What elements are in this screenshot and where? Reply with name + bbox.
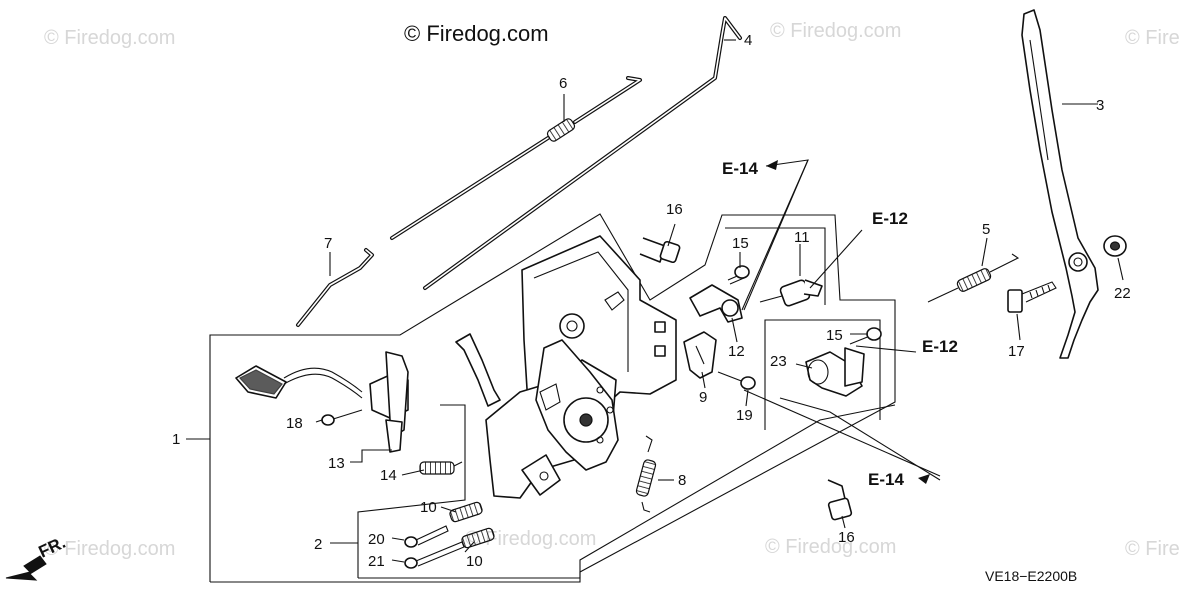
choke-fitting xyxy=(759,279,823,307)
ref-e12-top: E-12 xyxy=(872,209,908,228)
governor-spring xyxy=(635,435,657,513)
ref-e14-bottom: E-14 xyxy=(868,470,904,489)
leader-lines xyxy=(186,39,1124,563)
cable-clamp xyxy=(689,284,743,323)
flange-nut xyxy=(1103,235,1127,257)
callout-16-bottom: 16 xyxy=(838,529,855,546)
ref-e12-mid: E-12 xyxy=(922,337,958,356)
callout-15-top: 15 xyxy=(732,235,749,252)
stop-spring xyxy=(419,461,463,475)
callout-2: 2 xyxy=(314,536,322,553)
callout-4: 4 xyxy=(744,32,752,49)
group-outline xyxy=(209,213,896,583)
link-rod xyxy=(296,248,374,327)
screw-long-21 xyxy=(404,541,465,569)
ref-e14-top: E-14 xyxy=(722,159,758,178)
callout-1: 1 xyxy=(172,431,180,448)
governor-rod xyxy=(390,76,642,240)
callout-11: 11 xyxy=(794,229,810,246)
watermark-text: © Firedog.com xyxy=(44,27,175,49)
watermark-text: © Fire xyxy=(1125,27,1180,49)
callout-18: 18 xyxy=(286,415,303,432)
choke-lever xyxy=(805,327,882,397)
callout-6: 6 xyxy=(559,75,567,92)
callout-10-upper: 10 xyxy=(420,499,437,516)
watermark-text: © Firedog.com xyxy=(44,538,175,560)
brand-copyright: © Firedog.com xyxy=(404,21,549,46)
lever-spring-upper xyxy=(449,501,483,523)
callout-5: 5 xyxy=(982,221,990,238)
callout-7: 7 xyxy=(324,235,332,252)
callout-14: 14 xyxy=(380,467,397,484)
callout-8: 8 xyxy=(678,472,686,489)
lever-bolt xyxy=(1007,281,1057,313)
callout-17: 17 xyxy=(1008,343,1025,360)
screw-holder xyxy=(717,371,756,390)
callout-10-lower: 10 xyxy=(466,553,483,570)
callout-20: 20 xyxy=(368,531,385,548)
callout-16-top: 16 xyxy=(666,201,683,218)
bolt-top xyxy=(639,237,681,264)
callout-23: 23 xyxy=(770,353,787,370)
cable-holder xyxy=(683,331,717,379)
callout-19: 19 xyxy=(736,407,753,424)
watermark-text: © Fire xyxy=(1125,538,1180,560)
watermark-text: © Firedog.com xyxy=(465,528,596,550)
stop-switch xyxy=(235,351,409,453)
throttle-rod xyxy=(423,16,742,290)
return-spring xyxy=(927,253,1020,303)
screw-long-20 xyxy=(404,525,449,548)
screw-top xyxy=(727,265,750,285)
callout-15-bottom: 15 xyxy=(826,327,843,344)
callout-13: 13 xyxy=(328,455,345,472)
diagram-code: VE18−E2200B xyxy=(985,568,1077,584)
watermark-text: © Firedog.com xyxy=(765,536,896,558)
callout-12: 12 xyxy=(728,343,745,360)
callout-3: 3 xyxy=(1096,97,1104,114)
callout-9: 9 xyxy=(699,389,707,406)
callout-22: 22 xyxy=(1114,285,1131,302)
control-lever-arm xyxy=(1021,9,1099,359)
control-lever-assembly xyxy=(455,333,619,499)
bolt-bottom xyxy=(827,479,853,521)
watermark-text: © Firedog.com xyxy=(770,20,901,42)
callout-21: 21 xyxy=(368,553,385,570)
